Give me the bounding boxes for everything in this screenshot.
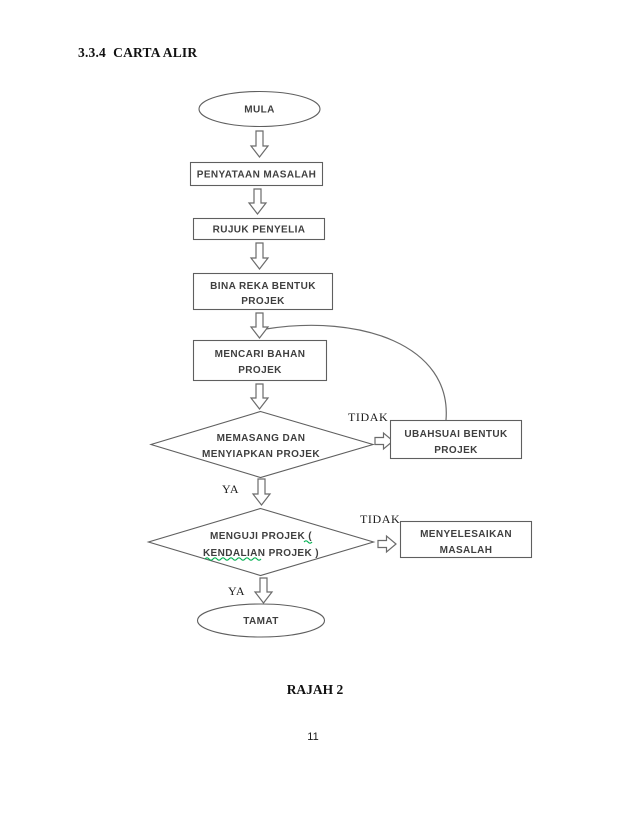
down-arrow-icon <box>249 242 270 270</box>
process-label-solve-problem-line2: MASALAH <box>440 545 493 556</box>
grammar-underline-icon <box>303 540 313 544</box>
page-number: 11 <box>307 731 319 743</box>
branch-label-yes-1: YA <box>222 482 239 496</box>
decision-label-test-line1: MENGUJI PROJEK ( <box>210 531 312 542</box>
process-label-find-materials-line1: MENCARI BAHAN <box>215 349 306 360</box>
process-label-build-design-line2: PROJEK <box>241 296 285 307</box>
down-arrow-icon <box>249 130 270 158</box>
right-arrow-icon <box>374 431 394 451</box>
start-terminator-oval <box>198 90 321 128</box>
decision-diamond-assemble <box>149 410 375 479</box>
end-terminator-oval <box>196 603 326 638</box>
grammar-underline-icon <box>204 557 262 561</box>
process-label-modify-design-line2: PROJEK <box>434 445 478 456</box>
process-label-build-design-line1: BINA REKA BENTUK <box>210 281 316 292</box>
down-arrow-icon <box>249 312 270 339</box>
branch-label-no-1: TIDAK <box>348 410 388 424</box>
start-label: MULA <box>244 105 274 116</box>
process-box-problem-statement <box>189 161 324 187</box>
process-label-problem-statement: PENYATAAN MASALAH <box>197 170 316 181</box>
feedback-connector-curve <box>265 324 447 421</box>
branch-label-no-2: TIDAK <box>360 512 400 526</box>
process-box-modify-design <box>389 419 523 460</box>
down-arrow-icon <box>249 383 270 410</box>
end-label: TAMAT <box>243 616 279 627</box>
down-arrow-icon <box>247 188 268 215</box>
process-box-find-materials <box>192 339 328 382</box>
decision-label-assemble-line2: MENYIAPKAN PROJEK <box>202 449 320 460</box>
process-label-refer-supervisor: RUJUK PENYELIA <box>213 225 306 236</box>
process-box-refer-supervisor <box>192 217 326 241</box>
section-heading: 3.3.4 CARTA ALIR <box>78 45 198 60</box>
process-label-solve-problem-line1: MENYELESAIKAN <box>420 529 512 540</box>
branch-label-yes-2: YA <box>228 584 245 598</box>
decision-diamond-test <box>146 507 376 577</box>
process-box-build-design <box>192 272 334 311</box>
process-label-modify-design-line1: UBAHSUAI BENTUK <box>404 429 508 440</box>
right-arrow-icon <box>377 534 397 554</box>
decision-label-assemble-line1: MEMASANG DAN <box>217 433 306 444</box>
down-arrow-icon <box>253 577 274 604</box>
down-arrow-icon <box>251 478 272 506</box>
process-label-find-materials-line2: PROJEK <box>238 365 282 376</box>
figure-caption: RAJAH 2 <box>286 682 344 697</box>
process-box-solve-problem <box>399 520 533 559</box>
decision-label-test-line2: KENDALIAN PROJEK ) <box>203 548 319 559</box>
